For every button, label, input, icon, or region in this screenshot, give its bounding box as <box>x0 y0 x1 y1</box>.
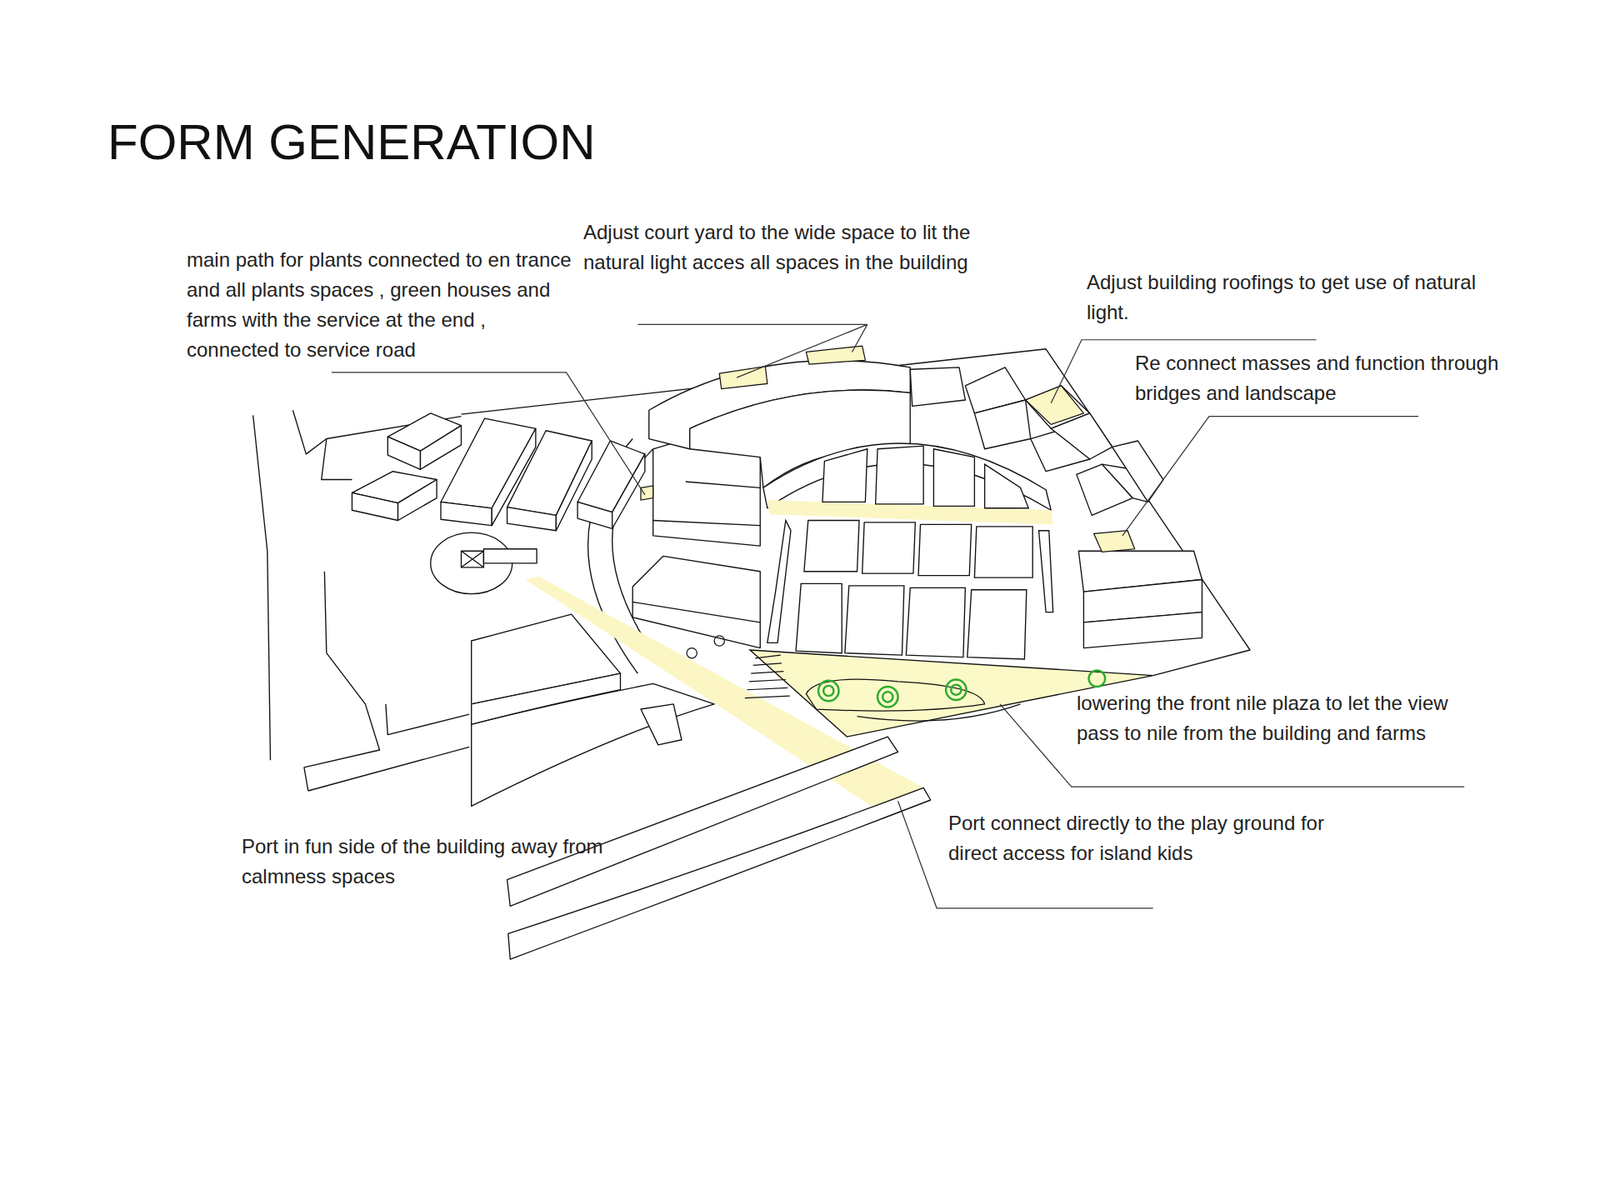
annotation-note: Adjust building roofings to get use of n… <box>1086 267 1504 328</box>
annotation-note: main path for plants connected to en tra… <box>186 245 572 365</box>
annotation-note: Port connect directly to the play ground… <box>948 808 1340 869</box>
annotation-note: Port in fun side of the building away fr… <box>241 831 650 892</box>
page-title: FORM GENERATION <box>107 113 596 172</box>
annotation-note: lowering the front nile plaza to let the… <box>1076 688 1494 749</box>
annotation-note: Adjust court yard to the wide space to l… <box>583 217 1009 278</box>
annotation-note: Re connect masses and function through b… <box>1135 348 1527 409</box>
